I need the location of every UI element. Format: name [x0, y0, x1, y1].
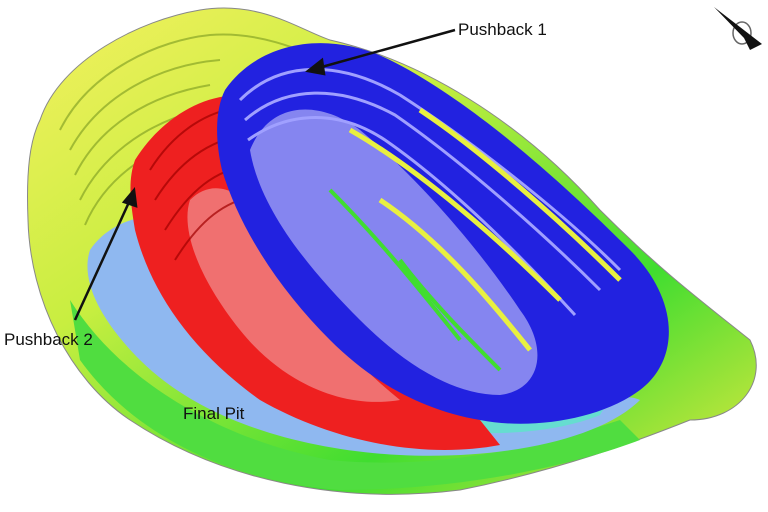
- pushback-1-label: Pushback 1: [458, 20, 547, 39]
- north-arrow-icon: [714, 7, 762, 50]
- pushback-1-arrow: [317, 28, 456, 70]
- label-arrows: [73, 28, 456, 321]
- pushback-1-floor: [250, 109, 538, 395]
- pushback-1-yellow-benches: [348, 107, 622, 352]
- pushback-1-green-benches: [328, 188, 502, 372]
- final-pit-label: Final Pit: [183, 404, 245, 423]
- pushback-1-benches: [238, 67, 622, 317]
- pushback-2-arrowhead: [121, 186, 138, 208]
- pushback-1-arrowhead: [305, 57, 326, 76]
- pushback-2-label: Pushback 2: [4, 330, 93, 349]
- pushback-2-arrow: [73, 199, 132, 321]
- final-pit-lower-wall: [70, 300, 640, 490]
